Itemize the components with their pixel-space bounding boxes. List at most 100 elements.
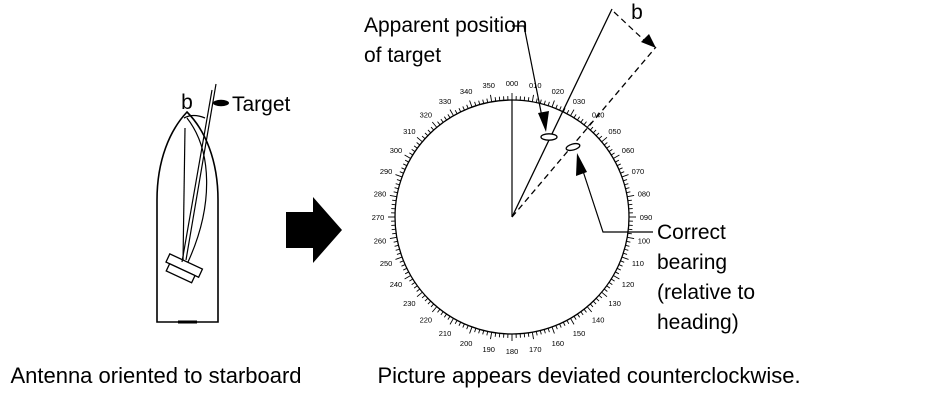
bearing-tick <box>475 328 476 332</box>
bearing-tick <box>627 195 634 196</box>
bearing-scale-label: 320 <box>420 110 433 119</box>
bearing-scale-label: 300 <box>390 146 403 155</box>
bearing-tick <box>390 237 397 238</box>
bearing-scale-label: 150 <box>573 329 586 338</box>
bearing-scale-label: 090 <box>640 213 653 222</box>
bearing-tick <box>438 122 440 125</box>
apparent-position-leader <box>512 26 543 122</box>
bearing-tick <box>405 160 409 162</box>
bearing-tick <box>441 312 443 315</box>
bearing-tick <box>548 328 549 332</box>
bearing-scale-label: 140 <box>592 316 605 325</box>
target-marker <box>213 100 229 106</box>
bearing-tick <box>422 295 425 298</box>
bearing-tick <box>540 331 541 335</box>
bearing-tick <box>487 331 488 335</box>
bearing-tick <box>450 318 454 324</box>
bearing-tick <box>615 160 619 162</box>
bearing-tick <box>552 327 554 334</box>
bearing-tick <box>495 97 496 101</box>
bearing-tick <box>574 114 576 117</box>
bearing-tick <box>395 245 399 246</box>
correct-bearing-label-line3: (relative to <box>657 281 755 304</box>
bearing-tick <box>438 309 440 312</box>
bearing-scale-label: 210 <box>439 329 452 338</box>
bearing-tick <box>540 100 541 104</box>
bearing-tick <box>405 276 411 280</box>
angle-b-dimension-arrowhead <box>641 34 656 48</box>
bearing-tick <box>590 127 593 130</box>
bearing-tick <box>567 110 569 114</box>
bearing-scale-label: 330 <box>439 97 452 106</box>
bearing-tick <box>392 200 396 201</box>
bearing-tick <box>400 172 404 173</box>
bearing-tick <box>628 200 632 201</box>
angle-b-label-right: b <box>631 1 643 24</box>
bearing-tick <box>563 322 565 326</box>
bearing-tick <box>584 309 586 312</box>
bearing-tick <box>571 110 575 116</box>
bearing-tick <box>602 292 607 296</box>
bearing-tick <box>428 130 431 133</box>
bearing-tick <box>395 188 399 189</box>
bearing-tick <box>467 105 468 109</box>
bearing-scale-label: 350 <box>482 81 495 90</box>
bearing-scale-label: 100 <box>638 236 651 245</box>
bearing-tick <box>483 100 484 104</box>
bearing-tick <box>628 233 632 234</box>
bearing-tick <box>432 307 436 312</box>
bearing-scale-label: 180 <box>506 347 519 356</box>
bearing-tick <box>587 307 591 312</box>
bearing-tick <box>475 102 476 106</box>
bearing-tick <box>392 233 396 234</box>
bearing-tick <box>417 137 422 141</box>
bearing-scale-label: 310 <box>403 127 416 136</box>
correct-bearing-arrowhead <box>576 153 587 176</box>
bearing-scale-label: 260 <box>374 236 387 245</box>
bearing-tick <box>626 188 630 189</box>
bearing-tick <box>611 279 614 281</box>
bearing-tick <box>459 322 461 326</box>
bearing-tick <box>463 324 465 328</box>
bearing-tick <box>623 253 627 254</box>
correct-bearing-label-line4: heading) <box>657 311 739 334</box>
bearing-tick <box>490 332 491 339</box>
bearing-tick <box>417 289 420 291</box>
bearing-tick <box>448 114 450 117</box>
bearing-tick <box>615 272 619 274</box>
bearing-tick <box>622 175 629 177</box>
bearing-tick <box>470 327 472 334</box>
bearing-tick <box>599 136 602 139</box>
bearing-scale-label: 290 <box>380 167 393 176</box>
bearing-tick <box>403 268 407 270</box>
bearing-tick <box>431 304 434 307</box>
bearing-tick <box>390 195 397 196</box>
bearing-tick <box>479 329 480 333</box>
bearing-scale-label: 060 <box>622 146 635 155</box>
correct-bearing-label-line2: bearing <box>657 251 727 274</box>
bearing-tick <box>470 100 472 107</box>
bearing-tick <box>405 272 409 274</box>
bearing-tick <box>604 143 607 145</box>
bearing-tick <box>613 155 619 159</box>
bearing-scale-label: 110 <box>632 259 644 268</box>
bearing-tick <box>532 332 533 339</box>
bearing-tick <box>444 314 446 317</box>
bearing-scale-label: 130 <box>608 299 621 308</box>
bearing-tick <box>532 95 533 102</box>
bearing-tick <box>609 282 612 284</box>
apparent-target-echo <box>541 134 557 140</box>
bearing-scale-label: 030 <box>573 97 586 106</box>
ship-heading-line <box>183 128 185 262</box>
bearing-tick <box>626 245 630 246</box>
bearing-tick <box>400 261 404 262</box>
bearing-tick <box>394 192 398 193</box>
bearing-tick <box>620 172 624 173</box>
bearing-tick <box>396 184 400 185</box>
bearing-tick <box>623 180 627 181</box>
bearing-tick <box>604 289 607 291</box>
bearing-tick <box>395 257 402 259</box>
correct-bearing-label-line1: Correct <box>657 221 726 244</box>
